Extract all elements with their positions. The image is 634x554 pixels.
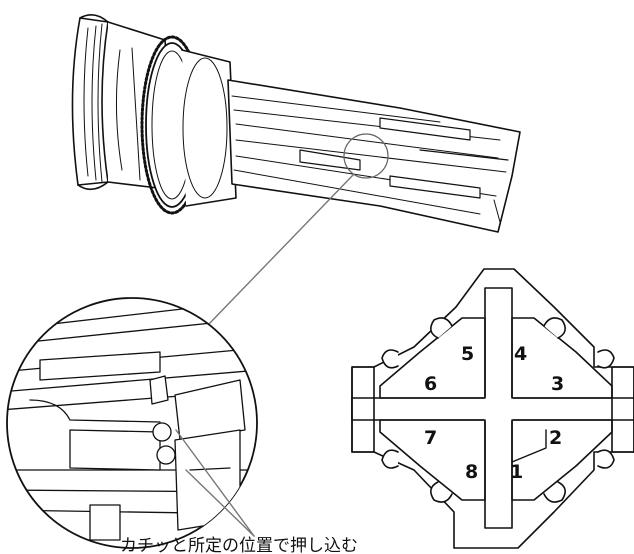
contact-pin-bundle bbox=[227, 79, 521, 233]
detail-leader-line bbox=[207, 173, 355, 326]
detail-callout-circle bbox=[343, 133, 389, 179]
slot-label-4: 4 bbox=[514, 343, 527, 365]
slot-label-5: 5 bbox=[461, 343, 474, 365]
slot-label-3: 3 bbox=[551, 373, 564, 395]
caption-arrow bbox=[185, 469, 255, 537]
slot-label-1: 1 bbox=[510, 461, 523, 483]
slot-label-8: 8 bbox=[465, 461, 478, 483]
magnified-detail-view bbox=[6, 297, 258, 549]
connector-body-illustration bbox=[71, 14, 521, 233]
caption-text: カチッと所定の位置で押し込む bbox=[120, 536, 358, 554]
caption-arrow bbox=[175, 429, 255, 537]
slot-layout-diagram: 5 4 6 3 7 2 8 1 bbox=[351, 268, 634, 549]
slot-label-6: 6 bbox=[424, 373, 437, 395]
cross-bar-horizontal bbox=[351, 397, 634, 421]
slot-label-2: 2 bbox=[549, 427, 562, 449]
slot-label-7: 7 bbox=[424, 427, 437, 449]
